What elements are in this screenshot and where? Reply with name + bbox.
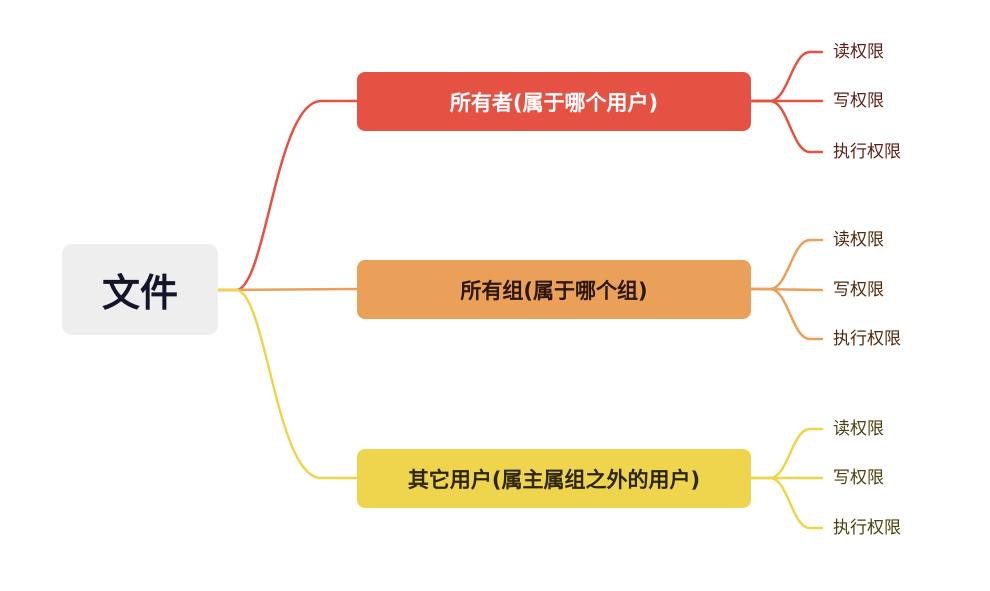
branch-node-group[interactable]: 所有组(属于哪个组) bbox=[357, 260, 751, 319]
branch-node-others[interactable]: 其它用户(属主属组之外的用户) bbox=[357, 449, 751, 508]
connector-owner-leaf-0 bbox=[749, 50, 824, 103]
branch-node-owner[interactable]: 所有者(属于哪个用户) bbox=[357, 72, 751, 131]
leaf-node-others-write[interactable]: 写权限 bbox=[833, 468, 884, 488]
connector-group-leaf-0 bbox=[749, 238, 824, 291]
branch-node-label: 所有组(属于哪个组) bbox=[460, 278, 648, 303]
root-node-label: 文件 bbox=[101, 271, 178, 315]
connector-root-to-others bbox=[216, 288, 359, 480]
branch-node-label: 所有者(属于哪个用户) bbox=[449, 90, 659, 115]
leaf-node-owner-write[interactable]: 写权限 bbox=[833, 91, 884, 111]
leaf-node-others-read[interactable]: 读权限 bbox=[833, 419, 884, 439]
leaf-node-others-execute[interactable]: 执行权限 bbox=[833, 518, 901, 538]
connector-root-to-group bbox=[216, 287, 359, 292]
connector-root-to-owner bbox=[216, 99, 359, 292]
root-node-file[interactable]: 文件 bbox=[62, 244, 218, 335]
leaf-node-group-write[interactable]: 写权限 bbox=[833, 280, 884, 300]
leaf-node-group-read[interactable]: 读权限 bbox=[833, 230, 884, 250]
connector-others-leaf-2 bbox=[749, 476, 824, 530]
connector-owner-leaf-2 bbox=[749, 99, 824, 154]
connector-others-leaf-0 bbox=[749, 427, 824, 480]
leaf-node-owner-read[interactable]: 读权限 bbox=[833, 42, 884, 62]
connector-group-leaf-2 bbox=[749, 287, 824, 341]
leaf-node-group-execute[interactable]: 执行权限 bbox=[833, 329, 901, 349]
branch-node-label: 其它用户(属主属组之外的用户) bbox=[407, 467, 701, 492]
leaf-node-owner-execute[interactable]: 执行权限 bbox=[833, 142, 901, 162]
